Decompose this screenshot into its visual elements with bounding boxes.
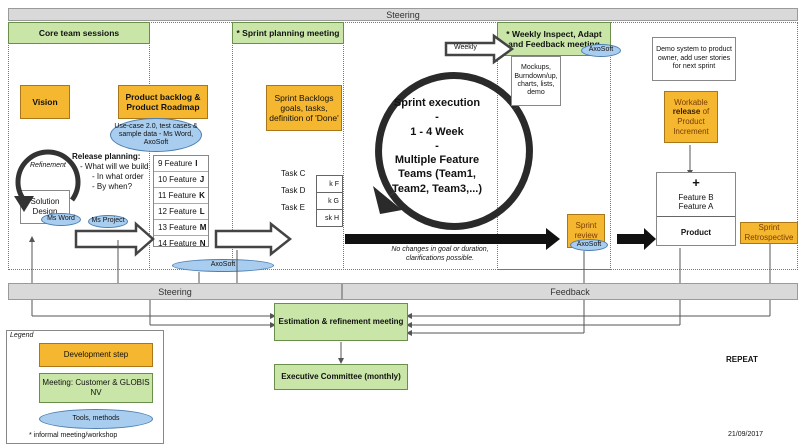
feedback-bar: Feedback [342,283,798,300]
steering-bar-top: Steering [8,8,798,21]
use-case-tools: Use-case 2.0, test cases & sample data -… [110,118,202,152]
weekly-label: Weekly [454,44,477,51]
task-card-h: sk H [316,209,343,227]
sprint-execution-text: Sprint execution - 1 - 4 Week - Multiple… [391,97,483,195]
sprint-backlogs-node: Sprint Backlogs goals, tasks, definition… [266,85,342,131]
legend-title: Legend [10,332,34,339]
product-label: Product [657,216,735,247]
executive-committee-node: Executive Committee (monthly) [274,364,408,390]
sprint-area [8,22,798,270]
release-planning-text: Release planning: - What will we build -… [72,152,149,191]
legend-development-step: Development step [39,343,153,367]
product-box: + Feature B Feature A Product [656,172,736,246]
legend-informal-note: * informal meeting/workshop [29,432,118,439]
workable-release-node: Workable release of Product Increment [664,91,718,143]
ms-word-tool: Ms Word [41,213,81,226]
plus-symbol: + [692,175,700,190]
no-changes-note: No changes in goal or duration, clarific… [391,246,489,263]
refinement-loop-arrow [15,149,81,202]
steering-top-label: Steering [386,9,420,20]
demo-system-box: Demo system to product owner, add user s… [652,37,736,81]
estimation-node: Estimation & refinement meeting [274,303,408,341]
core-team-header: Core team sessions [8,22,150,44]
mockups-box: Mockups, Burndown/up, charts, lists, dem… [511,56,561,106]
axosoft-tool-review: AxoSoft [570,239,608,251]
task-c-label: Task C [281,169,306,178]
repeat-label: REPEAT [726,355,758,364]
legend-box: Legend Development step Meeting: Custome… [6,330,164,444]
refinement-label: Refinement [30,162,66,169]
task-e-label: Task E [281,203,306,212]
steering-bar-bottom: Steering [8,283,342,300]
execution-arrow [345,228,560,250]
axosoft-tool-bottom: AxoSoft [172,259,274,272]
release-planning-arrow [74,221,155,257]
sprint-planning-header: * Sprint planning meeting [232,22,344,44]
task-d-label: Task D [281,186,306,195]
ms-project-tool: Ms Project [88,215,128,228]
axosoft-tool-weekly: AxoSoft [581,44,621,57]
date-label: 21/09/2017 [728,431,764,438]
review-to-product-arrow [617,228,656,250]
legend-meeting: Meeting: Customer & GLOBIS NV [39,373,153,403]
feature-b-label: Feature B [678,193,714,202]
feature-a-label: Feature A [678,202,714,211]
sprint-planning-arrow [214,221,293,257]
weekly-arrow [444,33,515,65]
legend-tools: Tools, methods [39,409,153,429]
vision-node: Vision [20,85,70,119]
sprint-retrospective-node: Sprint Retrospective [740,222,798,244]
sprint-execution-loop [375,72,519,196]
